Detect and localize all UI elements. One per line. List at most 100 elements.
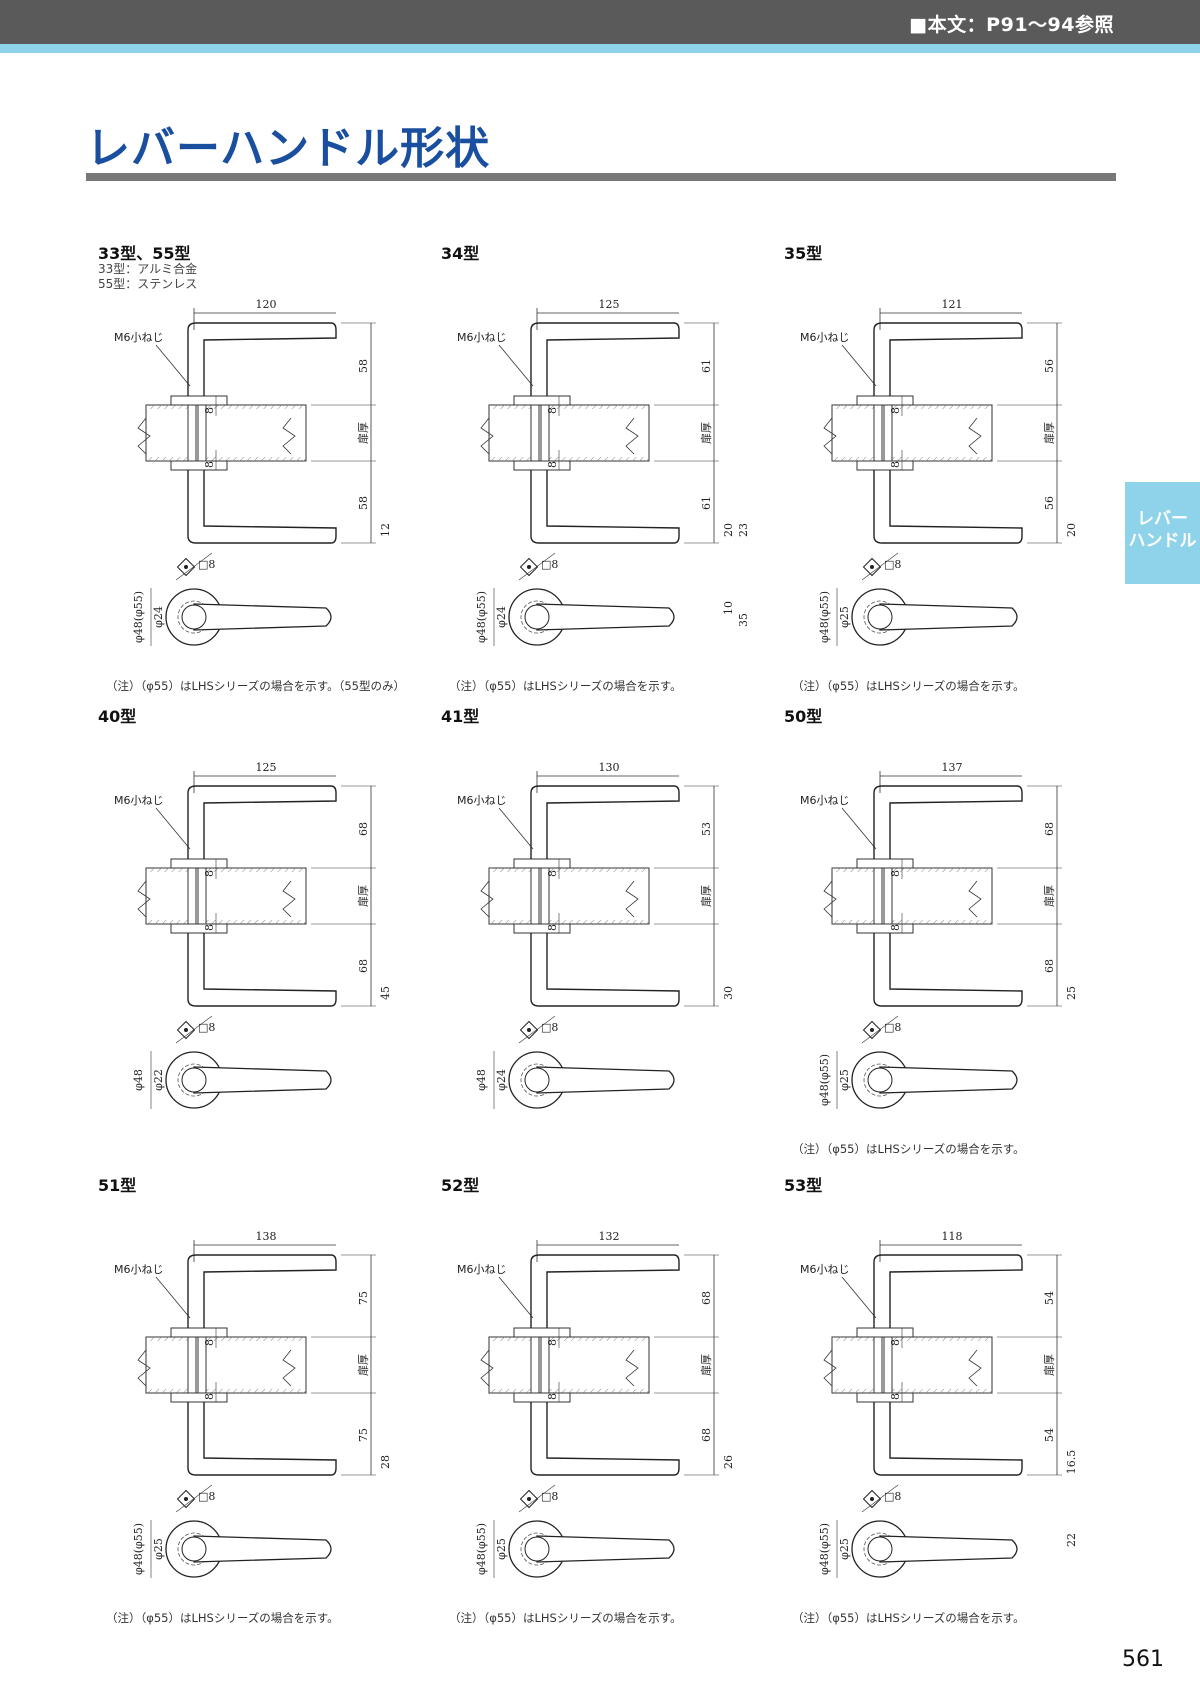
rose-thickness-dimension: 8 <box>889 407 902 414</box>
down-height-dimension: 75 <box>357 1428 370 1442</box>
square-size-dimension: □8 <box>198 558 215 571</box>
technical-drawing: 120 M6小ねじ 58 扉厚 <box>114 298 392 646</box>
page-title: レバーハンドル形状 <box>86 123 491 174</box>
plan-dimension-2: 35 <box>737 613 750 627</box>
lever-drawing-panel: 51型 138 M6小ねじ <box>86 1172 429 1635</box>
door-thickness-label: 扉厚 <box>1043 885 1056 907</box>
lever-drawing-panel: 52型 132 M6小ねじ <box>429 1172 772 1635</box>
door-thickness-label: 扉厚 <box>700 885 713 907</box>
section-tab[interactable]: レバー ハンドル <box>1125 482 1200 584</box>
hole-diameter-dimension: φ24 <box>495 606 508 628</box>
hole-diameter-dimension: φ25 <box>838 606 851 628</box>
square-spindle-icon <box>518 552 556 581</box>
hole-diameter-dimension: φ25 <box>838 1069 851 1091</box>
lever-drawing-panel: 41型 130 M6小ねじ <box>429 703 772 1166</box>
tip-dimension: 45 <box>379 986 392 1000</box>
square-size-dimension: □8 <box>884 1021 901 1034</box>
square-spindle-icon <box>175 552 213 581</box>
up-height-dimension: 61 <box>700 359 713 373</box>
square-size-dimension: □8 <box>198 1021 215 1034</box>
model-label: 35型 <box>784 244 823 263</box>
plan-dimension-1: 10 <box>722 601 735 615</box>
rose-thickness-dimension: 8 <box>889 870 902 877</box>
door-thickness-label: 扉厚 <box>357 422 370 444</box>
lever-drawing-panel: 35型 121 M6小ねじ <box>772 240 1115 703</box>
down-height-dimension: 68 <box>357 959 370 973</box>
down-height-dimension: 61 <box>700 496 713 510</box>
tip-dimension: 20 <box>1065 523 1078 537</box>
rose-thickness-dimension: 8 <box>889 924 902 931</box>
tip-dimension-2: 23 <box>737 523 750 537</box>
rose-diameter-dimension: φ48(φ55) <box>818 1523 831 1575</box>
rose-diameter-dimension: φ48 <box>475 1069 488 1091</box>
rose-thickness-dimension: 8 <box>203 924 216 931</box>
door-thickness-label: 扉厚 <box>1043 1354 1056 1376</box>
hole-diameter-dimension: φ24 <box>152 606 165 628</box>
note-text: （注）（φ55）はLHSシリーズの場合を示す。 <box>106 1611 339 1625</box>
note-text: （注）（φ55）はLHSシリーズの場合を示す。 <box>792 1142 1025 1156</box>
square-spindle-icon <box>175 1015 213 1044</box>
material-line-1: 33型：アルミ合金 <box>98 262 198 276</box>
rose-thickness-dimension: 8 <box>546 924 559 931</box>
page-number: 561 <box>1122 1647 1164 1672</box>
rose-thickness-dimension: 8 <box>203 870 216 877</box>
up-height-dimension: 54 <box>1043 1291 1056 1305</box>
down-height-dimension: 58 <box>357 496 370 510</box>
hole-diameter-dimension: φ22 <box>152 1069 165 1091</box>
technical-drawing: 137 M6小ねじ 68 扉厚 <box>800 761 1078 1109</box>
door-thickness-label: 扉厚 <box>357 1354 370 1376</box>
square-spindle-icon <box>861 1015 899 1044</box>
tip-dimension: 28 <box>379 1455 392 1469</box>
tip-dimension: 30 <box>722 986 735 1000</box>
up-height-dimension: 68 <box>1043 822 1056 836</box>
width-dimension: 132 <box>599 1230 620 1243</box>
hole-diameter-dimension: φ24 <box>495 1069 508 1091</box>
model-label: 33型、55型 <box>98 244 191 263</box>
rose-thickness-dimension: 8 <box>203 461 216 468</box>
tip-dimension: 16.5 <box>1065 1450 1078 1475</box>
note-text: （注）（φ55）はLHSシリーズの場合を示す。 <box>449 679 682 693</box>
up-height-dimension: 68 <box>357 822 370 836</box>
width-dimension: 125 <box>599 298 620 311</box>
screw-label: M6小ねじ <box>800 794 850 807</box>
screw-label: M6小ねじ <box>457 1263 507 1276</box>
technical-drawing: 118 M6小ねじ 54 扉厚 <box>800 1230 1078 1578</box>
up-height-dimension: 58 <box>357 359 370 373</box>
rose-diameter-dimension: φ48(φ55) <box>132 1523 145 1575</box>
screw-label: M6小ねじ <box>114 1263 164 1276</box>
model-label: 50型 <box>784 707 823 726</box>
rose-diameter-dimension: φ48(φ55) <box>475 591 488 643</box>
width-dimension: 138 <box>256 1230 277 1243</box>
material-line-2: 55型：ステンレス <box>98 277 198 291</box>
width-dimension: 118 <box>942 1230 963 1243</box>
plan-dimension-1: 22 <box>1065 1533 1078 1547</box>
door-thickness-label: 扉厚 <box>357 885 370 907</box>
width-dimension: 130 <box>599 761 620 774</box>
model-label: 52型 <box>441 1176 480 1195</box>
square-spindle-icon <box>518 1015 556 1044</box>
screw-label: M6小ねじ <box>800 1263 850 1276</box>
rose-thickness-dimension: 8 <box>546 870 559 877</box>
tip-dimension: 20 <box>722 523 735 537</box>
square-spindle-icon <box>518 1484 556 1513</box>
up-height-dimension: 68 <box>700 1291 713 1305</box>
rose-thickness-dimension: 8 <box>203 407 216 414</box>
rose-diameter-dimension: φ48 <box>132 1069 145 1091</box>
note-text: （注）（φ55）はLHSシリーズの場合を示す。（55型のみ） <box>106 679 405 693</box>
square-size-dimension: □8 <box>884 1490 901 1503</box>
screw-label: M6小ねじ <box>457 794 507 807</box>
width-dimension: 125 <box>256 761 277 774</box>
square-spindle-icon <box>861 1484 899 1513</box>
rose-thickness-dimension: 8 <box>889 1339 902 1346</box>
rose-diameter-dimension: φ48(φ55) <box>818 591 831 643</box>
lever-drawing-panel: 34型 125 M6小ねじ <box>429 240 772 703</box>
up-height-dimension: 75 <box>357 1291 370 1305</box>
rose-thickness-dimension: 8 <box>203 1339 216 1346</box>
technical-drawing: 125 M6小ねじ 68 扉厚 <box>114 761 392 1109</box>
note-text: （注）（φ55）はLHSシリーズの場合を示す。 <box>792 1611 1025 1625</box>
square-size-dimension: □8 <box>541 558 558 571</box>
hole-diameter-dimension: φ25 <box>495 1538 508 1560</box>
title-underline <box>86 173 1116 181</box>
rose-thickness-dimension: 8 <box>546 1339 559 1346</box>
section-tab-line1: レバー <box>1137 509 1188 529</box>
